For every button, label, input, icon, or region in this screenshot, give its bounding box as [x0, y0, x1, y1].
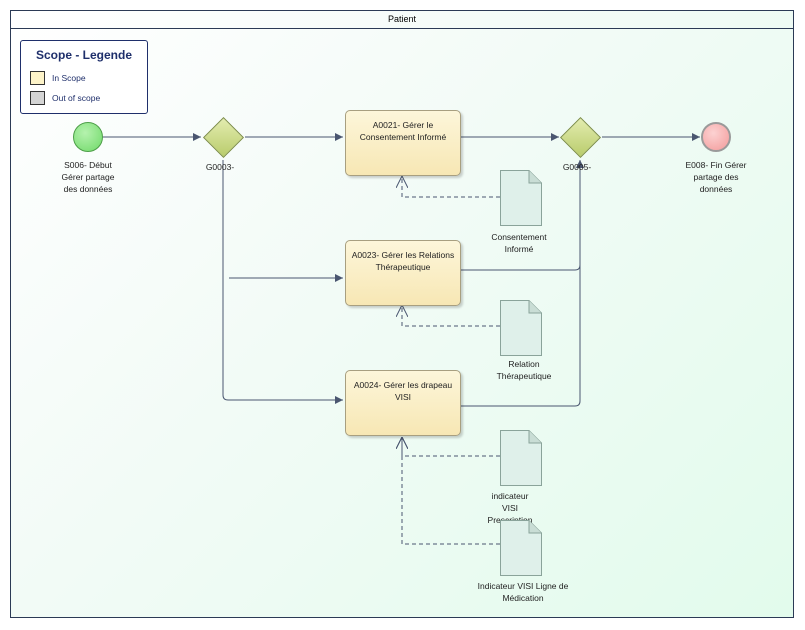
start-event-label: S006- Début Gérer partage des données [61, 160, 115, 194]
document-icon[interactable] [500, 430, 542, 486]
gateway-split-label: G0003- [205, 162, 235, 172]
pool-title: Patient [11, 11, 793, 29]
flow-split-to-flag [222, 160, 343, 404]
out-of-scope-swatch [30, 91, 45, 105]
document-label-consent: Consentement Informé [491, 232, 547, 254]
task-consent[interactable]: A0021- Gérer le Consentement Informé [345, 110, 461, 176]
task-relations[interactable]: A0023- Gérer les Relations Thérapeutique [345, 240, 461, 306]
flow-flag-to-join [461, 160, 584, 407]
document-icon[interactable] [500, 520, 542, 576]
gateway-join-label: G0005- [562, 162, 592, 172]
document-icon[interactable] [500, 170, 542, 226]
legend-label-out-of-scope: Out of scope [52, 93, 101, 103]
legend-label-in-scope: In Scope [52, 73, 86, 83]
assoc-visi-medication [402, 437, 500, 545]
document-label-visi-medication: Indicateur VISI Ligne de Médication [477, 581, 569, 603]
end-event[interactable] [701, 122, 731, 152]
task-flag-visi[interactable]: A0024- Gérer les drapeau VISI [345, 370, 461, 436]
legend-title: Scope - Legende [35, 48, 133, 62]
scope-legend: Scope - Legende In Scope Out of scope [20, 40, 148, 114]
end-event-label: E008- Fin Gérer partage des données [685, 160, 747, 194]
assoc-consent-doc [402, 176, 500, 198]
assoc-relation-doc [402, 305, 500, 327]
document-label-relation: Relation Thérapeutique [496, 359, 552, 381]
document-icon[interactable] [500, 300, 542, 356]
in-scope-swatch [30, 71, 45, 85]
assoc-visi-prescription [402, 437, 500, 457]
start-event[interactable] [73, 122, 103, 152]
